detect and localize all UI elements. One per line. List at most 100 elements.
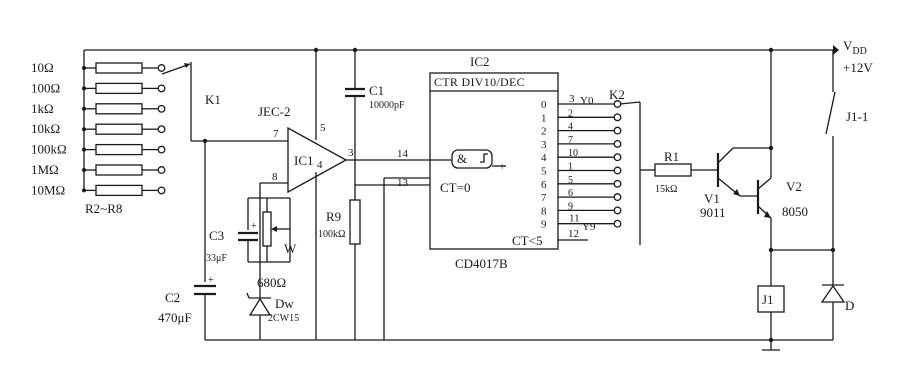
ic2-output-pin: 1 bbox=[568, 162, 573, 173]
supply-voltage-label: +12V bbox=[843, 60, 873, 75]
ic2-header-label: CTR DIV10/DEC bbox=[434, 75, 525, 89]
gate-output-plus: + bbox=[499, 161, 505, 173]
ic2-pin-14: 14 bbox=[397, 148, 409, 160]
potentiometer-w bbox=[262, 198, 291, 262]
vdd-label: VDD bbox=[843, 38, 867, 57]
switch-k1-contact bbox=[157, 104, 166, 113]
v2-ref-label: V2 bbox=[786, 179, 802, 194]
ic2-output-pin: 9 bbox=[568, 201, 573, 212]
switch-k2-contact bbox=[613, 166, 622, 175]
r9-ref-label: R9 bbox=[326, 209, 341, 224]
ic2-output-number: 5 bbox=[541, 166, 547, 178]
switch-k1-label: K1 bbox=[205, 92, 221, 107]
v1-ref-label: V1 bbox=[704, 191, 720, 206]
ic2-output-pin: 2 bbox=[568, 108, 573, 119]
vdd-arrow-icon bbox=[833, 45, 839, 55]
opamp-type-label: JEC-2 bbox=[258, 104, 291, 119]
ic2-output-pin: 11 bbox=[569, 213, 580, 225]
bank-resistor-row: 1kΩ bbox=[31, 101, 166, 116]
c2-plus-sign: + bbox=[208, 275, 214, 286]
r1-ref-label: R1 bbox=[664, 149, 679, 164]
y9-label: Y9 bbox=[582, 221, 596, 233]
resistor-r9 bbox=[349, 199, 361, 340]
relay-coil-label: J1 bbox=[762, 292, 774, 307]
bank-resistor-value: 10Ω bbox=[31, 60, 54, 75]
v2-part-label: 8050 bbox=[782, 204, 808, 219]
c3-value-label: 33μF bbox=[206, 253, 227, 264]
opamp-ref-label: IC1 bbox=[294, 153, 314, 168]
capacitor-c1 bbox=[345, 50, 365, 200]
v1-part-label: 9011 bbox=[700, 205, 726, 220]
switch-k1-contact bbox=[157, 84, 166, 93]
switch-k2-contact bbox=[613, 179, 622, 188]
switch-k1-contact bbox=[157, 145, 166, 154]
ic2-output-number: 9 bbox=[541, 219, 547, 231]
relay-contact-label: J1-1 bbox=[846, 109, 868, 124]
transistor-v2 bbox=[740, 177, 772, 219]
r-series-label: 680Ω bbox=[257, 275, 286, 290]
switch-k1-contact bbox=[157, 166, 166, 174]
switch-k1-contact bbox=[157, 125, 166, 134]
resistor-bank: 10Ω 100Ω 1kΩ 10kΩ 100kΩ 1MΩ 10MΩ bbox=[31, 60, 192, 197]
bank-resistor-value: 100Ω bbox=[31, 80, 60, 95]
switch-k2-contact bbox=[613, 193, 622, 202]
ic2-output-number: 1 bbox=[541, 112, 547, 124]
switch-k1-contact bbox=[157, 186, 166, 195]
ic2-output-number: 0 bbox=[541, 99, 547, 111]
c3-plus-sign: + bbox=[251, 221, 257, 232]
bank-resistor-value: 10kΩ bbox=[31, 121, 60, 136]
pot-w-label: W bbox=[284, 241, 297, 256]
ic2-output-pin: 7 bbox=[568, 135, 573, 146]
opamp-pin-7: 7 bbox=[273, 128, 279, 140]
bank-resistor bbox=[95, 164, 143, 176]
bank-resistor bbox=[95, 184, 143, 197]
switch-k2-contact bbox=[613, 219, 622, 228]
ic2-output-number: 2 bbox=[541, 126, 547, 138]
ic2-output-number: 7 bbox=[541, 192, 547, 204]
r9-value-label: 100kΩ bbox=[318, 229, 345, 240]
c2-value-label: 470μF bbox=[158, 310, 192, 325]
ic2-part-label: CD4017B bbox=[455, 256, 508, 271]
ic2-output-pin: 3 bbox=[569, 93, 575, 105]
r1-value-label: 15kΩ bbox=[655, 184, 677, 195]
capacitor-c2 bbox=[194, 284, 216, 340]
zener-part-label: 2CW15 bbox=[268, 313, 299, 324]
zener-ref-label: Dw bbox=[275, 296, 294, 311]
opamp-pin-8: 8 bbox=[272, 171, 278, 183]
bank-resistor-row: 1MΩ bbox=[31, 162, 166, 177]
ic2-ref-label: IC2 bbox=[470, 54, 490, 69]
y0-label: Y0 bbox=[580, 95, 594, 107]
c1-ref-label: C1 bbox=[369, 83, 384, 98]
bank-resistor-row: 100Ω bbox=[31, 80, 166, 95]
c3-ref-label: C3 bbox=[209, 228, 224, 243]
resistor-r1 bbox=[654, 163, 692, 177]
ic2-output-pin: 6 bbox=[568, 188, 573, 199]
switch-k2-label: K2 bbox=[609, 87, 625, 102]
bank-resistor-row: 100kΩ bbox=[31, 142, 166, 157]
ct0-label: CT=0 bbox=[440, 180, 470, 195]
bank-resistor bbox=[95, 82, 143, 95]
switch-k2-contact bbox=[613, 139, 622, 148]
ic2-output-number: 8 bbox=[541, 205, 547, 217]
ic2-output-row: 9 11 bbox=[541, 213, 622, 231]
bank-resistor-value: 10MΩ bbox=[31, 182, 65, 197]
bank-resistor-row: 10Ω bbox=[31, 60, 166, 75]
bank-resistor-row: 10kΩ bbox=[31, 121, 166, 136]
ic2-output-pin: 5 bbox=[568, 175, 573, 186]
opamp-ic1 bbox=[287, 126, 348, 194]
bank-resistor bbox=[95, 123, 143, 135]
bank-resistor-row: 10MΩ bbox=[31, 182, 166, 197]
opamp-pin-3: 3 bbox=[348, 147, 354, 159]
switch-k2-contact bbox=[613, 126, 622, 135]
opamp-pin-4: 4 bbox=[317, 159, 323, 171]
